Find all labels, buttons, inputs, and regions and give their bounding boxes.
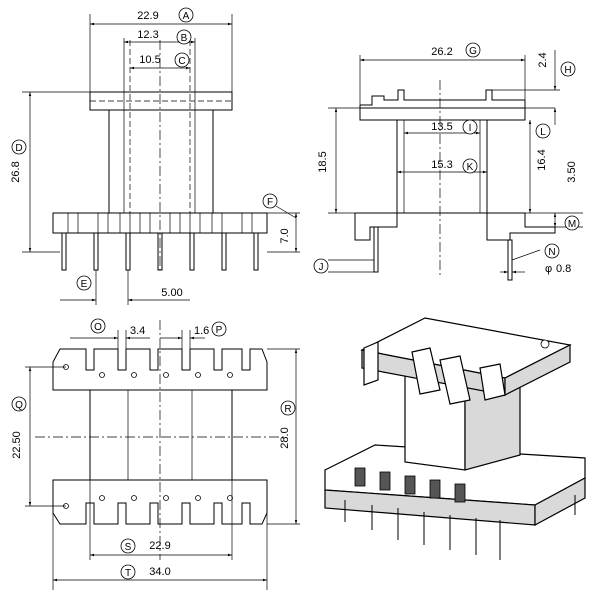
tag-c: C xyxy=(174,52,190,68)
dim-o-value: 3.4 xyxy=(130,325,145,337)
svg-text:C: C xyxy=(178,56,185,67)
svg-text:I: I xyxy=(469,123,472,134)
tag-m: M xyxy=(564,215,580,231)
dim-a-value: 22.9 xyxy=(137,10,158,22)
svg-text:R: R xyxy=(284,404,291,415)
svg-text:F: F xyxy=(267,197,273,208)
tag-l: L xyxy=(535,123,551,139)
tag-k: K xyxy=(462,158,478,174)
dim-g-value: 26.2 xyxy=(431,46,452,58)
tag-s: S xyxy=(120,538,136,554)
dim-i-value: 13.5 xyxy=(431,121,452,133)
tag-h: H xyxy=(560,61,576,77)
tag-i: I xyxy=(462,119,478,135)
svg-text:E: E xyxy=(81,279,88,290)
svg-text:D: D xyxy=(15,143,22,154)
svg-text:O: O xyxy=(94,322,102,333)
svg-text:N: N xyxy=(548,247,555,258)
front-view: 22.9 12.3 10.5 26.8 7.0 5.00 xyxy=(10,10,300,305)
tag-f: F xyxy=(262,193,278,209)
dim-r-value: 28.0 xyxy=(279,427,291,448)
side-view: 26.2 2.4 13.5 15.3 18.5 16.4 3.50 φ 0.8 xyxy=(317,46,583,281)
tag-b: B xyxy=(176,29,192,45)
bottom-view: 3.4 1.6 22.50 28.0 22.9 34.0 xyxy=(11,320,300,590)
svg-text:B: B xyxy=(181,33,188,44)
dim-f-value: 7.0 xyxy=(279,228,291,243)
dim-k-value: 15.3 xyxy=(431,159,452,171)
dim-e-value: 5.00 xyxy=(161,287,182,299)
tag-p: P xyxy=(211,321,227,337)
dim-h-value: 2.4 xyxy=(537,52,549,67)
dim-p-value: 1.6 xyxy=(194,325,209,337)
svg-text:A: A xyxy=(183,11,190,22)
dim-s-value: 22.9 xyxy=(149,540,170,552)
tag-t: T xyxy=(120,564,136,580)
tag-g: G xyxy=(465,42,481,58)
tag-n: N xyxy=(544,243,560,259)
dim-q-value: 22.50 xyxy=(11,431,23,459)
svg-text:M: M xyxy=(568,219,576,230)
svg-text:S: S xyxy=(125,542,132,553)
tag-d: D xyxy=(11,139,27,155)
svg-text:H: H xyxy=(564,65,571,76)
dim-n-symbol: φ xyxy=(545,263,552,275)
svg-text:J: J xyxy=(319,262,324,273)
tag-e: E xyxy=(76,275,92,291)
dim-total-height-value: 18.5 xyxy=(317,151,329,172)
tag-a: A xyxy=(178,7,194,23)
svg-text:K: K xyxy=(467,162,474,173)
svg-text:L: L xyxy=(540,127,546,138)
tag-r: R xyxy=(280,400,296,416)
dim-d-value: 26.8 xyxy=(10,161,22,182)
tag-j: J xyxy=(313,258,329,274)
svg-text:Q: Q xyxy=(15,400,23,411)
svg-text:G: G xyxy=(469,46,477,57)
dim-b-value: 12.3 xyxy=(137,29,158,41)
isometric-view xyxy=(324,317,586,560)
svg-text:P: P xyxy=(216,325,223,336)
svg-text:T: T xyxy=(125,568,131,579)
tag-o: O xyxy=(90,318,106,334)
dim-l-value: 16.4 xyxy=(536,149,548,170)
dim-m-value: 3.50 xyxy=(566,161,578,182)
dim-t-value: 34.0 xyxy=(149,566,170,578)
tag-q: Q xyxy=(11,396,27,412)
dim-n-value: 0.8 xyxy=(556,263,571,275)
dim-c-value: 10.5 xyxy=(139,54,160,66)
